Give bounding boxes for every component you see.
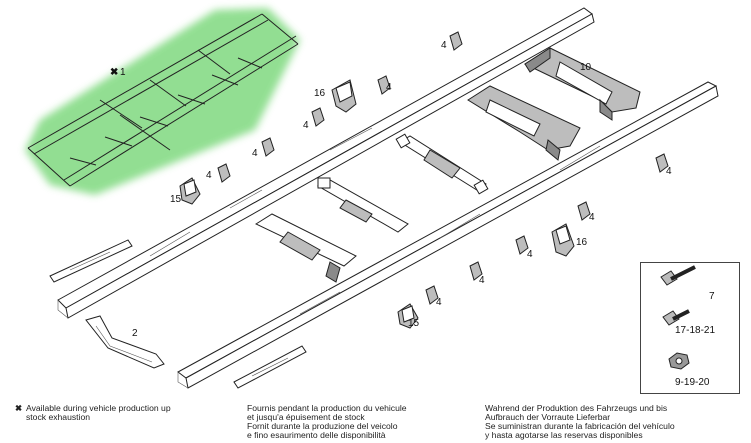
callout-16-upper: 16 — [314, 88, 326, 99]
bracket-16-upper[interactable] — [331, 79, 357, 113]
cross-member-rear-b[interactable] — [254, 213, 357, 283]
callout-4-d: 4 — [252, 148, 258, 159]
callout-16-lower: 16 — [576, 237, 588, 248]
callout-4-i: 4 — [479, 275, 485, 286]
middle-cross-member[interactable] — [395, 133, 489, 195]
callout-4-h: 4 — [527, 249, 533, 260]
bracket-2[interactable] — [85, 315, 165, 369]
legend-it-line1: Fornit durante la produzione del veicolo — [247, 421, 398, 431]
legend-en-line1: Available during vehicle production up — [26, 403, 171, 413]
frame-highlight — [25, 8, 300, 195]
small-brackets-4[interactable] — [217, 31, 669, 305]
cross-member-rear-a[interactable] — [316, 177, 409, 233]
legend-de-line2: Aufbrauch der Vorraute Lieferbar — [485, 412, 611, 422]
callout-4-c: 4 — [303, 120, 309, 131]
callout-2: 2 — [132, 328, 138, 339]
left-side-member[interactable] — [57, 7, 595, 319]
legend-es-line2: y hasta agotarse las reservas disponible… — [485, 430, 643, 440]
callout-10: 10 — [580, 62, 592, 73]
hardware-label-nut: 9-19-20 — [675, 377, 710, 388]
callout-1: 1 — [120, 67, 126, 78]
callout-4-e: 4 — [206, 170, 212, 181]
right-side-member[interactable] — [177, 81, 719, 389]
callout-4-j: 4 — [436, 297, 442, 308]
legend-es-line1: Se suministran durante la fabricación de… — [485, 421, 675, 431]
legend-en-line2: stock exhaustion — [26, 412, 91, 422]
hardware-label-bolt-long: 7 — [709, 291, 715, 302]
callout-star: ✖ — [110, 67, 118, 78]
central-cross-member[interactable] — [467, 85, 581, 161]
callout-15-lower: 15 — [408, 318, 420, 329]
legend-german-spanish: Wahrend der Produktion des Fahrzeugs und… — [485, 404, 675, 440]
hardware-label-bolt-short: 17-18-21 — [675, 325, 716, 336]
tie-rod-upper[interactable] — [49, 239, 133, 283]
bracket-16-lower[interactable] — [551, 223, 575, 257]
cross-member-10[interactable] — [523, 47, 641, 121]
legend-english: ✖Available during vehicle production up … — [15, 404, 171, 422]
tie-rod-lower[interactable] — [233, 345, 307, 389]
callout-4-f: 4 — [666, 166, 672, 177]
hardware-inset-box: 7 17-18-21 9-19-20 — [640, 262, 740, 394]
bracket-15-lower[interactable] — [397, 303, 419, 329]
bolt-long-icon — [660, 265, 696, 286]
callout-15-upper: 15 — [170, 194, 182, 205]
complete-frame-assembly[interactable]: 1 ✖ — [25, 8, 300, 195]
legend-de-line1: Wahrend der Produktion des Fahrzeugs und… — [485, 403, 668, 413]
callout-4-g: 4 — [589, 212, 595, 223]
bolt-short-icon — [662, 309, 690, 326]
legend-it-line2: e fino esaurimento delle disponibilità — [247, 430, 386, 440]
hardware-icons — [660, 265, 696, 370]
legend-french-italian: Fournis pendant la production du vehicul… — [247, 404, 407, 440]
legend-fr-line2: et jusqu'a épuisement de stock — [247, 412, 365, 422]
legend-fr-line1: Fournis pendant la production du vehicul… — [247, 403, 407, 413]
nut-icon — [668, 352, 690, 370]
callout-4-b: 4 — [386, 82, 392, 93]
callout-4-a: 4 — [441, 40, 447, 51]
legend-star-icon: ✖ — [15, 403, 23, 413]
bracket-15-upper[interactable] — [179, 177, 201, 205]
